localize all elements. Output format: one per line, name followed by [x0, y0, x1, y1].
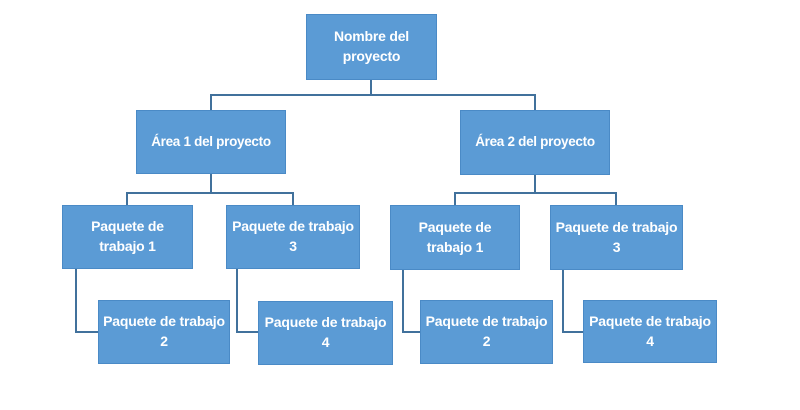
node-area2-wp1-label: Paquete de trabajo 1: [418, 218, 492, 255]
connector-drop-area-1: [210, 94, 212, 111]
node-area1-wp4-label: Paquete de trabajo 4: [264, 314, 387, 350]
connector-drop-area2-wp1: [454, 192, 456, 206]
node-area2-wp4-label: Paquete de trabajo 4: [589, 312, 711, 349]
node-area-2: Área 2 del proyecto: [460, 110, 610, 175]
node-area2-wp4: Paquete de trabajo 4: [583, 300, 717, 363]
node-area1-wp2-label: Paquete de trabajo 2: [103, 313, 225, 349]
node-area1-wp4: Paquete de trabajo 4: [258, 301, 393, 365]
node-root: Nombre del proyecto: [306, 14, 437, 80]
node-area2-wp2: Paquete de trabajo 2: [420, 300, 553, 364]
connector-elbow-a1wp2-vertical: [75, 269, 77, 333]
connector-elbow-a2wp4-horizontal: [562, 331, 584, 333]
node-area1-wp3-label: Paquete de trabajo 3: [232, 218, 354, 254]
node-area-1: Área 1 del proyecto: [136, 110, 286, 174]
connector-elbow-a1wp4-vertical: [236, 269, 238, 333]
connector-drop-area-2: [534, 94, 536, 111]
connector-drop-area2-wp3: [615, 192, 617, 206]
connector-elbow-a2wp4-vertical: [562, 270, 564, 333]
connector-area1-bar: [126, 192, 294, 194]
connector-elbow-a2wp2-horizontal: [402, 331, 421, 333]
node-area-1-label: Área 1 del proyecto: [151, 133, 271, 149]
node-area2-wp3: Paquete de trabajo 3: [550, 205, 683, 270]
node-area2-wp2-label: Paquete de trabajo 2: [425, 313, 548, 349]
connector-drop-area1-wp1: [126, 192, 128, 206]
connector-area2-bar: [454, 192, 617, 194]
connector-elbow-a1wp2-horizontal: [75, 331, 99, 333]
connector-drop-area1-wp3: [292, 192, 294, 206]
node-area1-wp2: Paquete de trabajo 2: [98, 300, 230, 364]
node-area1-wp1: Paquete de trabajo 1: [62, 205, 193, 269]
node-area1-wp3: Paquete de trabajo 3: [226, 205, 360, 269]
connector-area2-stem: [534, 175, 536, 193]
connector-area1-stem: [210, 174, 212, 193]
node-area2-wp1: Paquete de trabajo 1: [390, 205, 520, 270]
node-area2-wp3-label: Paquete de trabajo 3: [555, 218, 678, 255]
node-area-2-label: Área 2 del proyecto: [475, 134, 595, 150]
connector-elbow-a1wp4-horizontal: [236, 331, 259, 333]
connector-root-bar: [210, 94, 536, 96]
node-root-label: Nombre del proyecto: [333, 28, 409, 64]
connector-root-stem: [370, 80, 372, 95]
connector-elbow-a2wp2-vertical: [402, 270, 404, 333]
node-area1-wp1-label: Paquete de trabajo 1: [91, 218, 164, 254]
